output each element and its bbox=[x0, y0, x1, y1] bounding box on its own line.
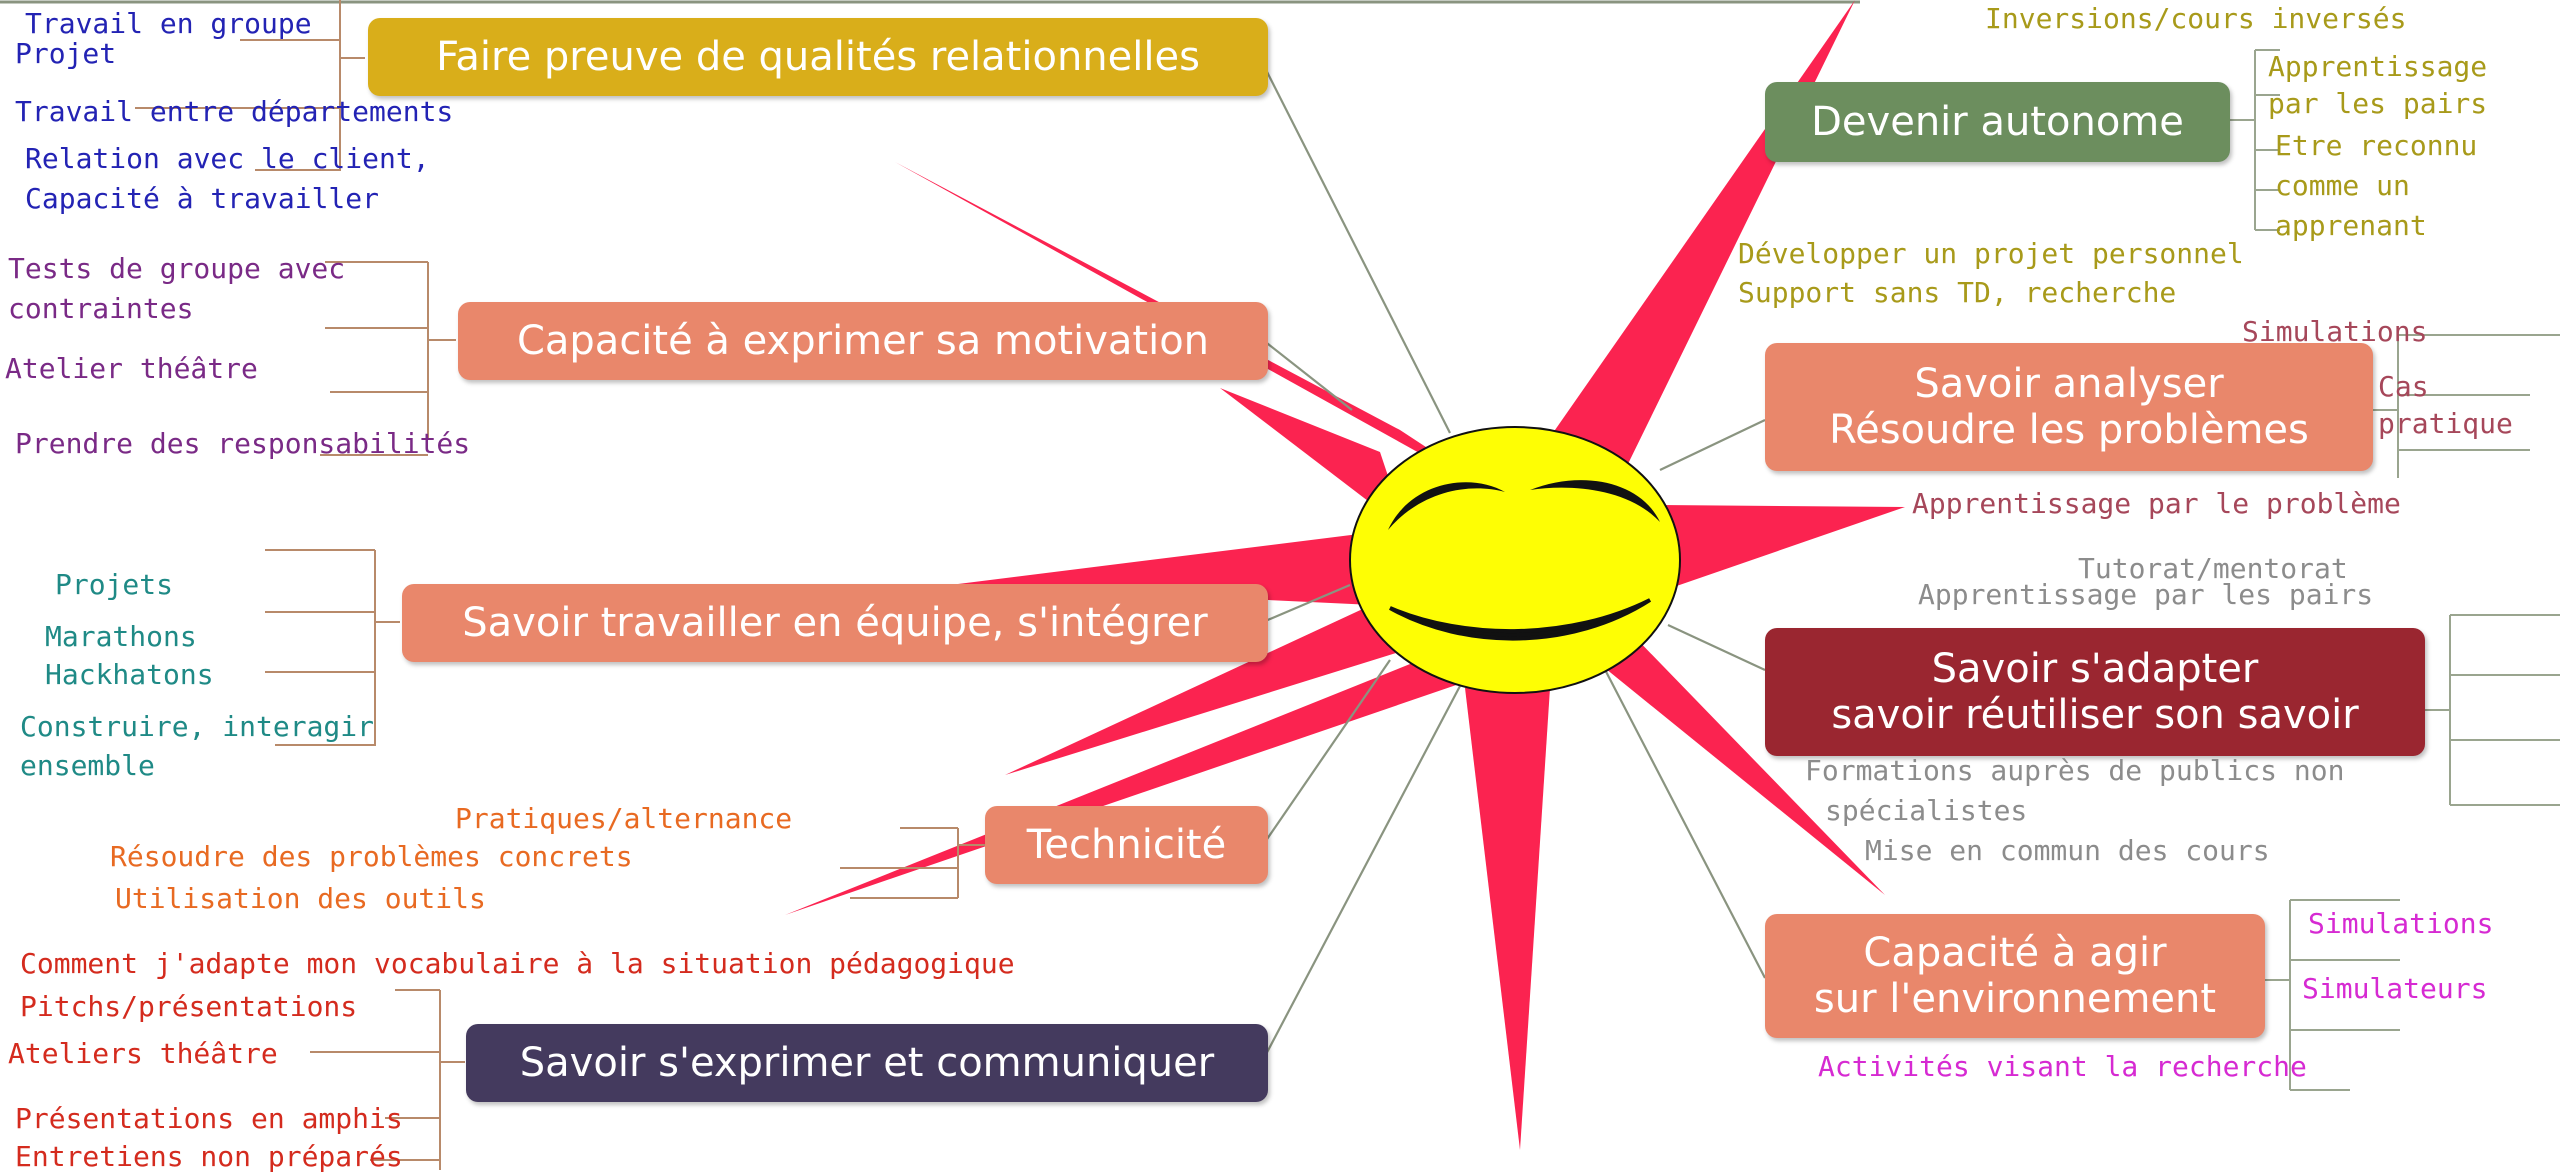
node-relational-qualities[interactable]: Faire preuve de qualités relationnelles bbox=[368, 18, 1268, 96]
smiley-sun bbox=[1349, 426, 1681, 694]
branch-line bbox=[1262, 339, 1353, 411]
leaf-analyze: Simulations bbox=[2242, 315, 2428, 348]
right-brackets bbox=[2228, 49, 2560, 1091]
bracket bbox=[265, 549, 400, 746]
leaf-motivation: Tests de groupe avec bbox=[8, 252, 346, 285]
leaf-autonomous: Support sans TD, recherche bbox=[1738, 276, 2177, 309]
star-ray bbox=[1005, 600, 1412, 775]
left-brackets bbox=[135, 0, 985, 1170]
leaf-adapt: Formations auprès de publics non bbox=[1805, 754, 2345, 787]
node-adapt-reuse[interactable]: Savoir s'adapter savoir réutiliser son s… bbox=[1765, 628, 2425, 756]
leaf-autonomous: Etre reconnu bbox=[2275, 129, 2478, 162]
star-ray bbox=[1595, 632, 1885, 895]
node-label: Faire preuve de qualités relationnelles bbox=[436, 34, 1200, 80]
node-label: Savoir s'exprimer et communiquer bbox=[519, 1040, 1215, 1086]
node-label: Capacité à exprimer sa motivation bbox=[516, 318, 1210, 364]
node-label: Savoir travailler en équipe, s'intégrer bbox=[462, 600, 1208, 646]
leaf-technicity: Résoudre des problèmes concrets bbox=[110, 840, 633, 873]
node-label-line1: Capacité à agir bbox=[1863, 930, 2167, 976]
leaf-adapt: Mise en commun des cours bbox=[1865, 834, 2270, 867]
star-ray bbox=[1465, 688, 1550, 1150]
branch-line bbox=[1599, 659, 1766, 979]
sun-eye-right bbox=[1530, 480, 1660, 522]
leaf-motivation: Prendre des responsabilités bbox=[15, 427, 471, 460]
leaf-analyze: Apprentissage par le problème bbox=[1912, 487, 2401, 520]
branch-line bbox=[1262, 659, 1391, 846]
node-label-line2: sur l'environnement bbox=[1813, 976, 2217, 1022]
node-express-motivation[interactable]: Capacité à exprimer sa motivation bbox=[458, 302, 1268, 380]
branch-line bbox=[1659, 419, 1766, 471]
leaf-adapt: Apprentissage par les pairs bbox=[1918, 578, 2374, 611]
star-ray bbox=[785, 660, 1465, 915]
leaf-analyze: pratique bbox=[2378, 407, 2513, 440]
bracket bbox=[2423, 614, 2560, 806]
star-ray bbox=[1220, 388, 1406, 530]
leaf-autonomous: Inversions/cours inversés bbox=[1985, 2, 2407, 35]
bracket bbox=[2265, 899, 2400, 1091]
leaf-environment: Activités visant la recherche bbox=[1818, 1050, 2307, 1083]
leaf-team: Projets bbox=[55, 568, 174, 601]
leaf-environment: Simulations bbox=[2308, 907, 2494, 940]
leaf-technicity: Utilisation des outils bbox=[115, 882, 486, 915]
leaf-motivation: contraintes bbox=[8, 292, 194, 325]
bracket bbox=[2228, 49, 2280, 231]
node-act-environment[interactable]: Capacité à agir sur l'environnement bbox=[1765, 914, 2265, 1038]
branch-line bbox=[1262, 685, 1461, 1061]
node-label-line2: savoir réutiliser son savoir bbox=[1831, 692, 2359, 738]
branch-line bbox=[1259, 57, 1451, 434]
node-technicity[interactable]: Technicité bbox=[985, 806, 1268, 884]
leaf-relational: Travail en groupe bbox=[25, 7, 312, 40]
leaf-team: Construire, interagir bbox=[20, 710, 375, 743]
leaf-communicate: Ateliers théâtre bbox=[8, 1037, 278, 1070]
bracket bbox=[2372, 334, 2560, 478]
branch-line bbox=[1667, 624, 1766, 671]
node-communicate[interactable]: Savoir s'exprimer et communiquer bbox=[466, 1024, 1268, 1102]
leaf-communicate: Présentations en amphis bbox=[15, 1102, 403, 1135]
bracket bbox=[320, 261, 456, 456]
leaf-team: Marathons bbox=[45, 620, 197, 653]
leaf-autonomous: Apprentissage bbox=[2268, 50, 2488, 83]
node-label: Technicité bbox=[1026, 822, 1227, 868]
leaf-adapt: spécialistes bbox=[1825, 794, 2028, 827]
leaf-communicate: Comment j'adapte mon vocabulaire à la si… bbox=[20, 947, 1015, 980]
node-label-line1: Savoir analyser bbox=[1914, 361, 2224, 407]
leaf-autonomous: par les pairs bbox=[2268, 87, 2488, 120]
node-become-autonomous[interactable]: Devenir autonome bbox=[1765, 82, 2230, 162]
leaf-relational: Projet bbox=[15, 37, 117, 70]
bracket bbox=[135, 0, 365, 171]
leaf-relational: Relation avec le client, bbox=[25, 142, 430, 175]
sun-face bbox=[1349, 426, 1681, 694]
node-label: Devenir autonome bbox=[1811, 99, 2184, 145]
sun-eye-left bbox=[1388, 482, 1505, 530]
leaf-analyze: Cas bbox=[2378, 370, 2429, 403]
bracket bbox=[310, 989, 465, 1170]
star-ray bbox=[1660, 505, 1905, 590]
leaf-communicate: Entretiens non préparés bbox=[15, 1140, 403, 1173]
leaf-team: Hackhatons bbox=[45, 658, 214, 691]
leaf-relational: Travail entre départements bbox=[15, 95, 454, 128]
node-analyze-solve[interactable]: Savoir analyser Résoudre les problèmes bbox=[1765, 343, 2373, 471]
sun-smile bbox=[1389, 598, 1652, 641]
leaf-autonomous: apprenant bbox=[2275, 209, 2427, 242]
node-label-line2: Résoudre les problèmes bbox=[1829, 407, 2309, 453]
leaf-autonomous: comme un bbox=[2275, 169, 2410, 202]
leaf-autonomous: Développer un projet personnel bbox=[1738, 237, 2244, 270]
branch-lines bbox=[1259, 57, 1766, 1061]
leaf-team: ensemble bbox=[20, 749, 155, 782]
node-label-line1: Savoir s'adapter bbox=[1931, 646, 2259, 692]
leaf-technicity: Pratiques/alternance bbox=[455, 802, 793, 835]
node-teamwork[interactable]: Savoir travailler en équipe, s'intégrer bbox=[402, 584, 1268, 662]
leaf-relational: Capacité à travailler bbox=[25, 182, 380, 215]
leaf-environment: Simulateurs bbox=[2302, 972, 2488, 1005]
leaf-adapt: Tutorat/mentorat bbox=[2078, 552, 2348, 585]
branch-line bbox=[1262, 583, 1351, 624]
bracket bbox=[840, 827, 985, 899]
leaf-motivation: Atelier théâtre bbox=[5, 352, 258, 385]
leaf-communicate: Pitchs/présentations bbox=[20, 990, 358, 1023]
